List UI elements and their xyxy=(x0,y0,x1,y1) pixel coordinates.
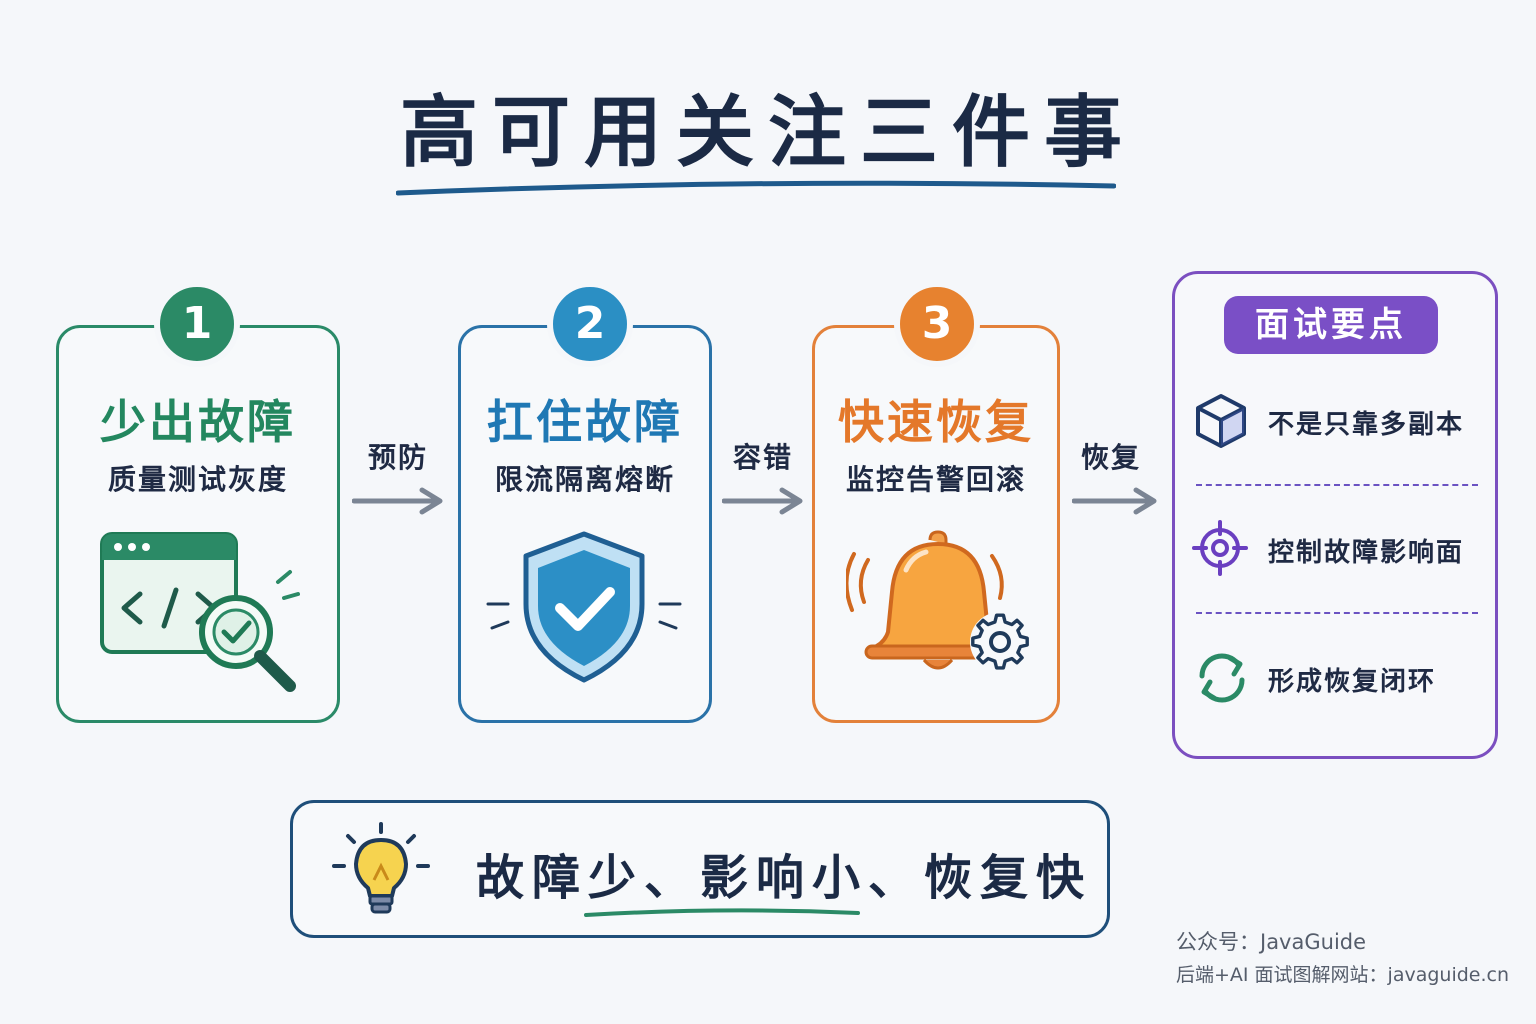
step-title-1: 少出故障 xyxy=(100,395,296,449)
target-icon xyxy=(1192,520,1248,576)
arrow-right-icon xyxy=(1072,487,1157,515)
interview-point-1: 不是只靠多副本 xyxy=(1268,410,1465,440)
refresh-cycle-icon xyxy=(1199,653,1245,703)
shield-check-icon xyxy=(486,531,682,683)
interview-point-2: 控制故障影响面 xyxy=(1268,538,1465,568)
step-subtitle-2: 限流隔离熔断 xyxy=(494,463,675,496)
step-card-1 xyxy=(56,325,340,723)
summary-underline xyxy=(584,908,860,917)
footer-account: 公众号：JavaGuide xyxy=(1176,930,1367,954)
page-title: 高可用关注三件事 xyxy=(399,88,1136,178)
alarm-bell-gear-icon xyxy=(846,530,1030,672)
title-underline xyxy=(396,180,1116,196)
step-badge-2: 2 xyxy=(547,281,633,367)
arrow-label-recover: 恢复 xyxy=(1080,441,1141,474)
summary-box xyxy=(290,800,1110,938)
arrow-label-fault-tolerance: 容错 xyxy=(732,441,793,474)
interview-point-3: 形成恢复闭环 xyxy=(1268,667,1437,697)
step-title-2: 扛住故障 xyxy=(487,395,683,449)
lightbulb-icon xyxy=(332,822,430,914)
code-inspect-icon xyxy=(100,532,300,692)
divider xyxy=(1196,612,1478,614)
footer-site: 后端+AI 面试图解网站：javaguide.cn xyxy=(1176,964,1510,986)
arrow-label-prevent: 预防 xyxy=(367,441,428,474)
arrow-right-icon xyxy=(722,487,803,515)
step-subtitle-1: 质量测试灰度 xyxy=(107,463,288,496)
step-title-3: 快速恢复 xyxy=(838,395,1034,449)
cube-icon xyxy=(1196,394,1246,448)
step-subtitle-3: 监控告警回滚 xyxy=(845,463,1026,496)
divider xyxy=(1196,484,1478,486)
step-badge-1: 1 xyxy=(154,281,240,367)
interview-points-header: 面试要点 xyxy=(1224,296,1438,354)
arrow-right-icon xyxy=(352,487,443,515)
summary-text: 故障少、影响小、恢复快 xyxy=(476,850,1093,906)
step-badge-3: 3 xyxy=(894,281,980,367)
